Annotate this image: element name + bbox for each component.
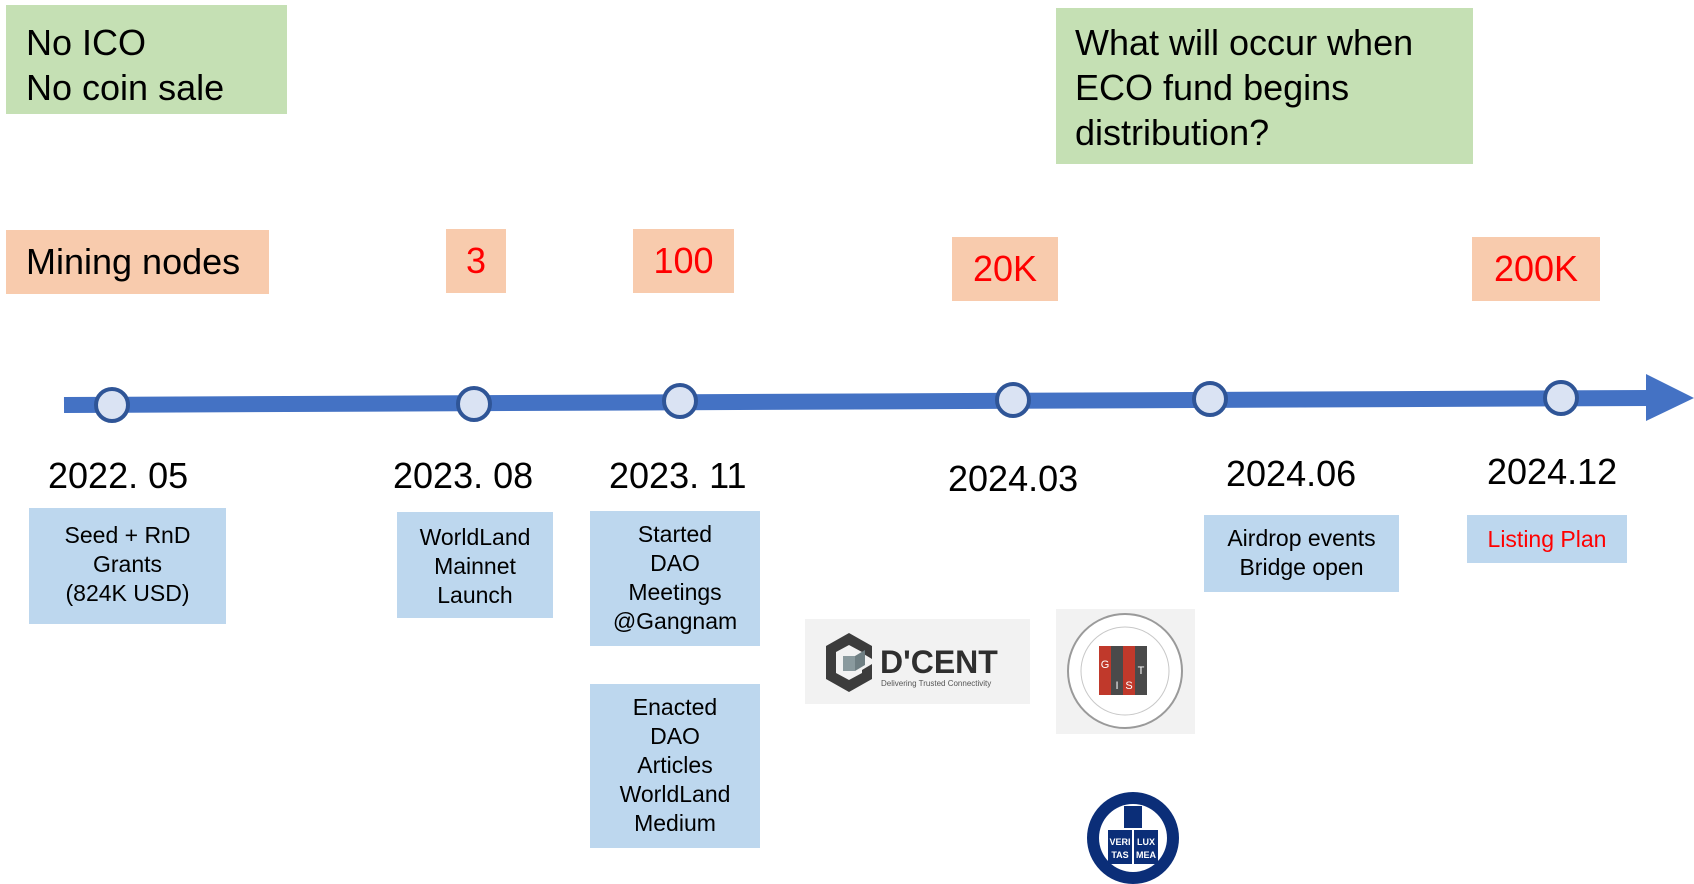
note-line: No ICO <box>26 22 147 63</box>
card-line: WorldLand <box>419 524 531 550</box>
card-line: (824K USD) <box>65 580 190 606</box>
note-no-ico: No ICO No coin sale <box>6 5 287 114</box>
dcent-logo-graphic: D'CENT Delivering Trusted Connectivity <box>826 633 998 692</box>
date-2024-12: 2024.12 <box>1487 451 1618 492</box>
card-line: Enacted <box>632 694 718 720</box>
card-line: Launch <box>437 582 513 608</box>
milestone-card-2023-11-dao-articles: Enacted DAO Articles WorldLand Medium <box>590 684 760 848</box>
snu-logo: VERI LUX TAS MEA <box>1078 782 1188 884</box>
svg-text:LUX: LUX <box>1137 837 1155 847</box>
timeline-node-2024-03 <box>995 382 1031 418</box>
card-line: WorldLand <box>619 781 731 807</box>
svg-text:Delivering Trusted Connectivit: Delivering Trusted Connectivity <box>881 679 991 688</box>
note-line: No coin sale <box>26 67 225 108</box>
card-line: Listing Plan <box>1487 526 1607 552</box>
svg-text:VERI: VERI <box>1109 837 1130 847</box>
date-2024-06: 2024.06 <box>1226 453 1357 494</box>
card-line: Mainnet <box>434 553 516 579</box>
date-2023-11: 2023. 11 <box>609 455 747 496</box>
card-line: @Gangnam <box>612 608 738 634</box>
note-line: distribution? <box>1075 112 1270 153</box>
timeline-node-2023-11 <box>662 383 698 419</box>
mining-count-2023-08: 3 <box>446 229 506 293</box>
card-line: Meetings <box>628 579 722 605</box>
timeline-arrowhead <box>1646 374 1694 421</box>
milestone-card-2023-11: Started DAO Meetings @Gangnam <box>590 511 760 646</box>
date-2022-05: 2022. 05 <box>48 455 189 496</box>
card-line: Airdrop events <box>1227 525 1376 551</box>
mining-count-2024-03: 20K <box>952 237 1058 301</box>
milestone-card-2024-06: Airdrop events Bridge open <box>1204 515 1399 592</box>
card-line: DAO <box>650 723 700 749</box>
svg-text:T: T <box>1138 665 1145 677</box>
note-line: What will occur when <box>1075 22 1414 63</box>
note-eco-fund-question: What will occur when ECO fund begins dis… <box>1056 8 1473 164</box>
gist-seal-graphic: G I S T <box>1067 613 1183 729</box>
date-2024-03: 2024.03 <box>948 458 1079 499</box>
svg-text:G: G <box>1101 659 1110 671</box>
dcent-logo: D'CENT Delivering Trusted Connectivity <box>805 619 1030 704</box>
svg-text:TAS: TAS <box>1111 850 1128 860</box>
mining-count-2024-12: 200K <box>1472 237 1600 301</box>
timeline-node-2024-12 <box>1543 380 1579 416</box>
card-line: Medium <box>634 810 716 836</box>
date-2023-08: 2023. 08 <box>393 455 534 496</box>
milestone-card-2022-05: Seed + RnD Grants (824K USD) <box>29 508 226 624</box>
card-line: Seed + RnD <box>64 522 191 548</box>
timeline-line <box>63 390 1651 413</box>
svg-text:I: I <box>1115 680 1118 692</box>
mining-count-2023-11: 100 <box>633 229 734 293</box>
card-line: Articles <box>637 752 713 778</box>
gist-logo: G I S T <box>1056 609 1195 734</box>
card-line: DAO <box>650 550 700 576</box>
svg-text:MEA: MEA <box>1136 850 1157 860</box>
svg-text:S: S <box>1125 680 1132 692</box>
svg-text:D'CENT: D'CENT <box>880 644 998 680</box>
snu-emblem-graphic: VERI LUX TAS MEA <box>1087 792 1179 884</box>
card-line: Bridge open <box>1239 554 1364 580</box>
milestone-card-2023-08: WorldLand Mainnet Launch <box>397 512 553 618</box>
timeline-node-2024-06 <box>1192 381 1228 417</box>
mining-nodes-label: Mining nodes <box>6 230 269 294</box>
timeline-node-2022-05 <box>94 387 130 423</box>
milestone-card-2024-12: Listing Plan <box>1467 515 1627 563</box>
card-line: Started <box>637 521 713 547</box>
card-line: Grants <box>92 551 163 577</box>
timeline-node-2023-08 <box>456 386 492 422</box>
note-line: ECO fund begins <box>1075 67 1350 108</box>
